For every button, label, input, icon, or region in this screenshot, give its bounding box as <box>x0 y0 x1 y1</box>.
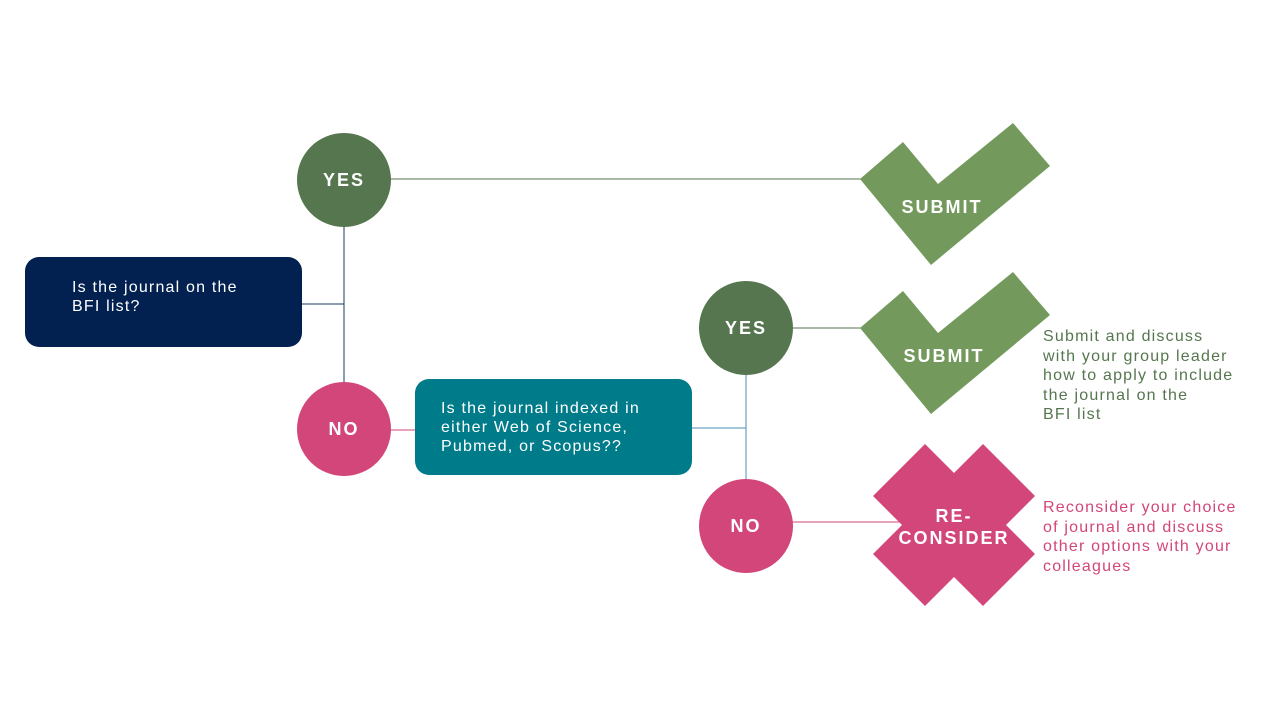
reconsider-note-line-2: of journal and discuss <box>1043 518 1225 536</box>
reconsider-label-line-1: RE- <box>935 506 973 526</box>
start-question-line-1: Is the journal on the <box>72 279 238 296</box>
yes-node-2: YES <box>699 281 793 375</box>
yes-node-2-label: YES <box>724 317 768 338</box>
no-node-1-label: NO <box>328 418 360 439</box>
submit-label-1: SUBMIT <box>901 197 983 217</box>
indexed-question-line-2: either Web of Science, <box>441 419 629 436</box>
submit-note-line-2: with your group leader <box>1043 347 1228 365</box>
reconsider-label-line-2: CONSIDER <box>898 528 1010 548</box>
reconsider-note: Reconsider your choice of journal and di… <box>1043 498 1237 576</box>
reconsider-note-line-3: other options with your <box>1043 538 1232 555</box>
submit-note-line-5: BFI list <box>1043 406 1102 423</box>
reconsider-label: RE- CONSIDER <box>884 505 1024 549</box>
submit-note: Submit and discuss with your group leade… <box>1043 327 1233 425</box>
checkmark-icon <box>860 123 1050 265</box>
indexed-question-box: Is the journal indexed in either Web of … <box>415 379 692 475</box>
submit-note-line-3: how to apply to include <box>1043 367 1234 384</box>
no-node-1: NO <box>297 382 391 476</box>
submit-note-line-1: Submit and discuss <box>1043 328 1204 345</box>
yes-node-1-label: YES <box>322 169 366 190</box>
indexed-question-line-3: Pubmed, or Scopus?? <box>441 438 623 455</box>
cross-icon <box>873 444 1035 606</box>
indexed-question-line-1: Is the journal indexed in <box>441 400 640 417</box>
no-node-2-label: NO <box>730 515 762 536</box>
start-question-box: Is the journal on the BFI list? <box>25 257 302 347</box>
reconsider-note-line-1: Reconsider your choice <box>1043 499 1237 516</box>
submit-label-2: SUBMIT <box>903 346 985 366</box>
checkmark-icon <box>860 272 1050 414</box>
no-node-2: NO <box>699 479 793 573</box>
start-question-line-2: BFI list? <box>72 298 141 315</box>
submit-note-line-4: the journal on the <box>1043 386 1189 404</box>
reconsider-note-line-4: colleagues <box>1043 557 1132 575</box>
yes-node-1: YES <box>297 133 391 227</box>
